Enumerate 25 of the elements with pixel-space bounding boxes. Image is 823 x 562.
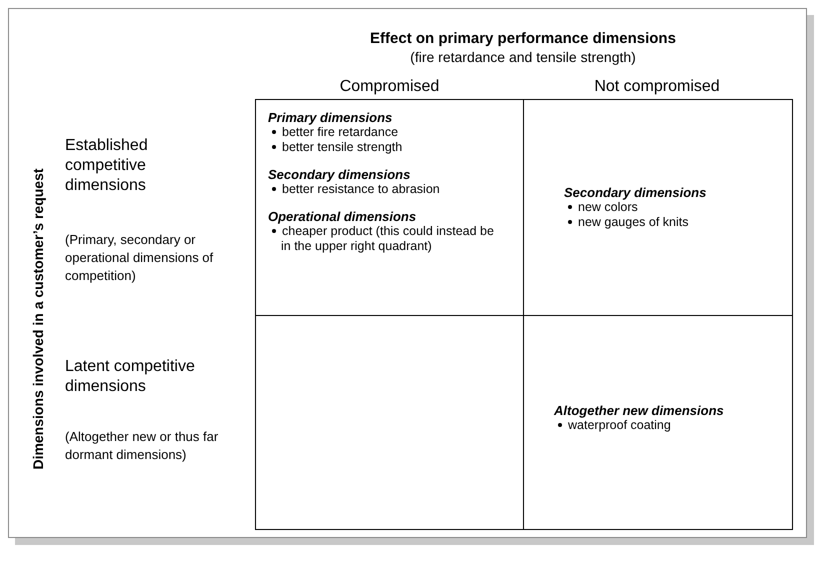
section-heading: Primary dimensions bbox=[268, 110, 394, 125]
row-note: (Altogether new or thus far dormant dimensions) bbox=[65, 428, 220, 464]
list-item-text: new gauges of knits bbox=[578, 215, 688, 229]
section-heading: Altogether new dimensions bbox=[554, 403, 725, 418]
axis-title: Dimensions involved in a customer’s request bbox=[30, 167, 46, 472]
matrix-cell bbox=[523, 99, 793, 316]
axis-subtitle: (fire retardance and tensile strength) bbox=[409, 49, 637, 65]
row-header: Latent competitive dimensions bbox=[65, 357, 196, 397]
row-note: (Primary, secondary or operational dimensions of competition) bbox=[65, 231, 214, 285]
matrix-cell bbox=[523, 315, 793, 530]
section-heading: Operational dimensions bbox=[268, 209, 418, 224]
matrix-cell bbox=[255, 315, 524, 530]
list-item-text: cheaper product (this could instead be in the upper right quadrant) bbox=[281, 224, 494, 253]
list-item-text: better tensile strength bbox=[282, 140, 402, 154]
list-item-text: new colors bbox=[578, 200, 638, 214]
section-heading: Secondary dimensions bbox=[268, 167, 412, 182]
column-header: Not compromised bbox=[593, 78, 721, 96]
axis-title: Effect on primary performance dimensions bbox=[369, 30, 677, 47]
list-item-text: better fire retardance bbox=[282, 125, 398, 139]
row-header: Established competitive dimensions bbox=[65, 136, 149, 196]
section-heading: Secondary dimensions bbox=[564, 185, 708, 200]
matrix-cell bbox=[255, 99, 524, 316]
column-header: Compromised bbox=[338, 78, 440, 96]
list-item-text: better resistance to abrasion bbox=[282, 182, 440, 196]
list-item-text: waterproof coating bbox=[568, 418, 671, 432]
